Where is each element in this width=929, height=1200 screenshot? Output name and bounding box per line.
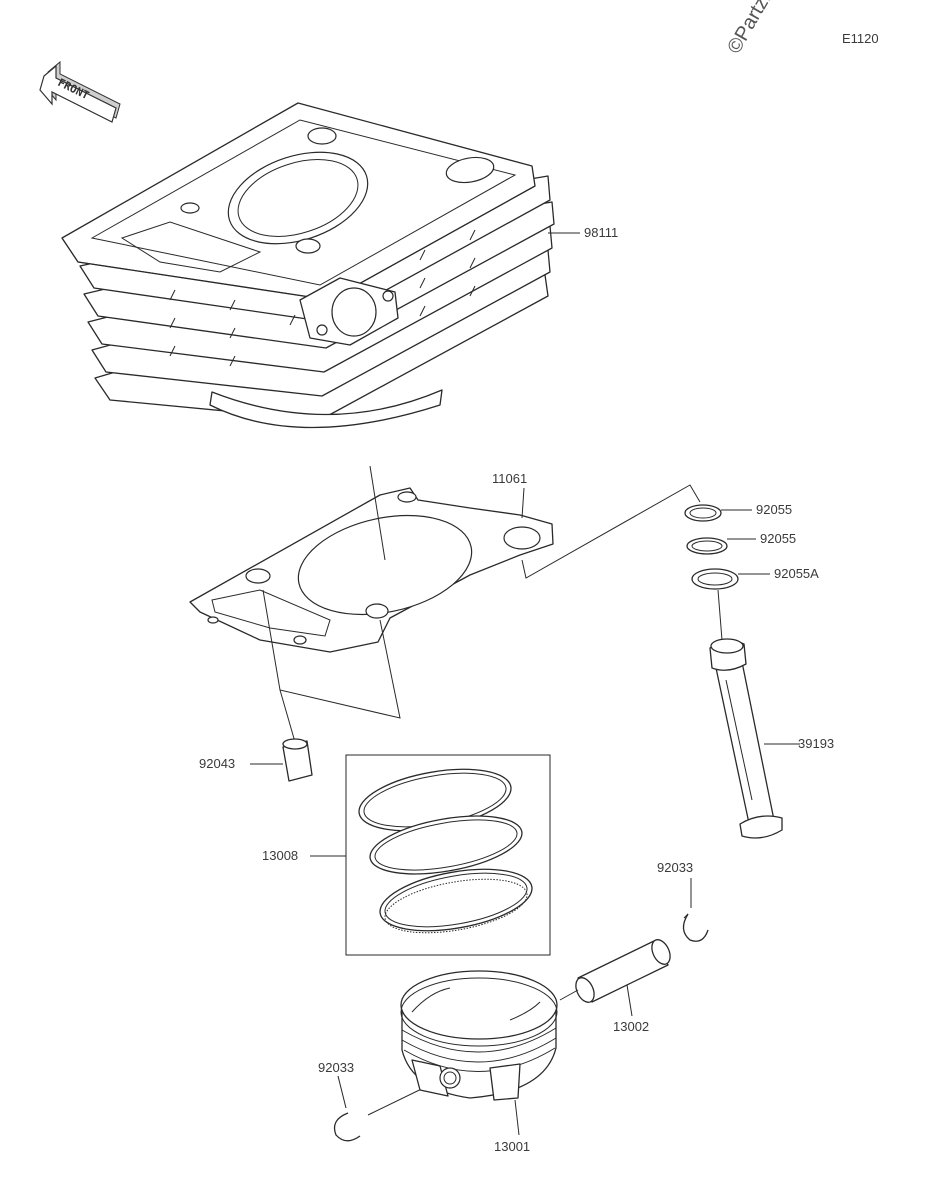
oring-1-drawing[interactable]: [684, 504, 722, 522]
piston-pin-drawing[interactable]: [572, 937, 673, 1005]
part-label-92055a[interactable]: 92055A: [774, 566, 819, 581]
part-label-98111[interactable]: 98111: [584, 225, 618, 240]
watermark: ©Partzilla: [723, 0, 785, 58]
part-label-11061[interactable]: 11061: [492, 471, 527, 486]
diagram-code: E1120: [842, 31, 879, 46]
part-label-92033-right[interactable]: 92033: [657, 860, 693, 875]
part-label-92033-left[interactable]: 92033: [318, 1060, 354, 1075]
part-label-13002[interactable]: 13002: [613, 1019, 649, 1034]
pipe-drawing[interactable]: [709, 638, 783, 839]
part-label-13001[interactable]: 13001: [494, 1139, 530, 1154]
cylinder-gasket-drawing[interactable]: [189, 487, 554, 653]
circlip-right-drawing[interactable]: [682, 913, 709, 942]
piston-ring-set-drawing[interactable]: [354, 759, 536, 942]
piston-drawing[interactable]: [400, 970, 558, 1101]
dowel-pin-drawing[interactable]: [282, 738, 313, 782]
part-label-92055-b[interactable]: 92055: [760, 531, 796, 546]
part-label-13008[interactable]: 13008: [262, 848, 298, 863]
piston-ring-set-box: [345, 754, 551, 956]
circlip-left-drawing[interactable]: [333, 1112, 361, 1142]
part-label-92055-a[interactable]: 92055: [756, 502, 792, 517]
oring-3-drawing[interactable]: [691, 568, 739, 590]
part-label-92043[interactable]: 92043: [199, 756, 235, 771]
cylinder-drawing[interactable]: [61, 102, 555, 429]
part-label-39193[interactable]: 39193: [798, 736, 834, 751]
front-arrow-icon: FRONT: [39, 60, 121, 123]
oring-2-drawing[interactable]: [686, 537, 728, 555]
